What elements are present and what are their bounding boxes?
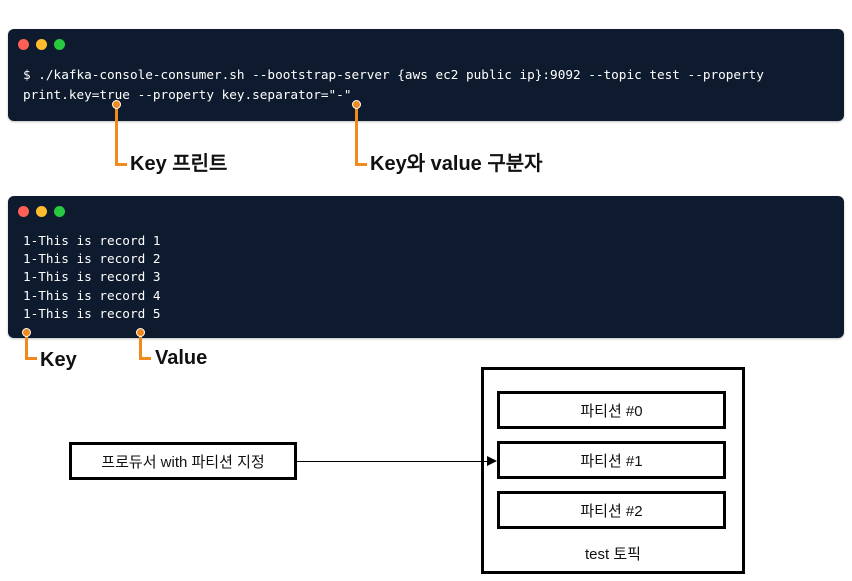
close-dot-icon [18,206,29,217]
consumer-command: $ ./kafka-console-consumer.sh --bootstra… [23,65,834,105]
separator-pointer-line [355,104,358,166]
producer-to-partition-arrow [297,461,487,462]
partition-0-box: 파티션 #0 [497,391,726,429]
partition-label: 파티션 #0 [580,402,643,420]
test-topic-container [481,367,745,574]
record-line: 1-This is record 4 [23,287,161,303]
command-line-1: $ ./kafka-console-consumer.sh --bootstra… [23,67,764,82]
minimize-dot-icon [36,39,47,50]
separator-pointer-elbow [355,163,367,166]
partition-1-box: 파티션 #1 [497,441,726,479]
arrow-head-icon [487,456,497,466]
key-pointer-line [25,332,28,360]
key-label: Key [40,349,77,371]
close-dot-icon [18,39,29,50]
value-pointer-elbow [139,357,151,360]
maximize-dot-icon [54,206,65,217]
partition-2-box: 파티션 #2 [497,491,726,529]
separator-pin-icon [352,100,361,109]
record-line: 1-This is record 2 [23,251,161,267]
key-print-pointer-line [115,104,118,166]
record-line: 1-This is record 1 [23,233,161,248]
partition-label: 파티션 #2 [580,502,643,520]
record-line: 1-This is record 5 [23,305,161,321]
separator-label: Key와 value 구분자 [370,153,543,175]
key-pin-icon [22,328,31,337]
partition-label: 파티션 #1 [580,452,643,470]
command-line-2: print.key=true --property key.separator=… [23,87,352,102]
producer-label: 프로듀서 with 파티션 지정 [101,453,265,471]
record-output: 1-This is record 1 1-This is record 2 1-… [23,232,161,323]
terminal-output-window: 1-This is record 1 1-This is record 2 1-… [8,196,844,338]
maximize-dot-icon [54,39,65,50]
value-pointer-line [139,332,142,360]
value-pin-icon [136,328,145,337]
producer-box: 프로듀서 with 파티션 지정 [69,442,297,480]
key-print-label: Key 프린트 [130,153,228,175]
terminal-command-window: $ ./kafka-console-consumer.sh --bootstra… [8,29,844,121]
topic-label: test 토픽 [585,546,641,563]
value-label: Value [155,347,208,369]
key-pointer-elbow [25,357,37,360]
key-print-pin-icon [112,100,121,109]
minimize-dot-icon [36,206,47,217]
key-print-pointer-elbow [115,163,127,166]
record-line: 1-This is record 3 [23,269,161,285]
